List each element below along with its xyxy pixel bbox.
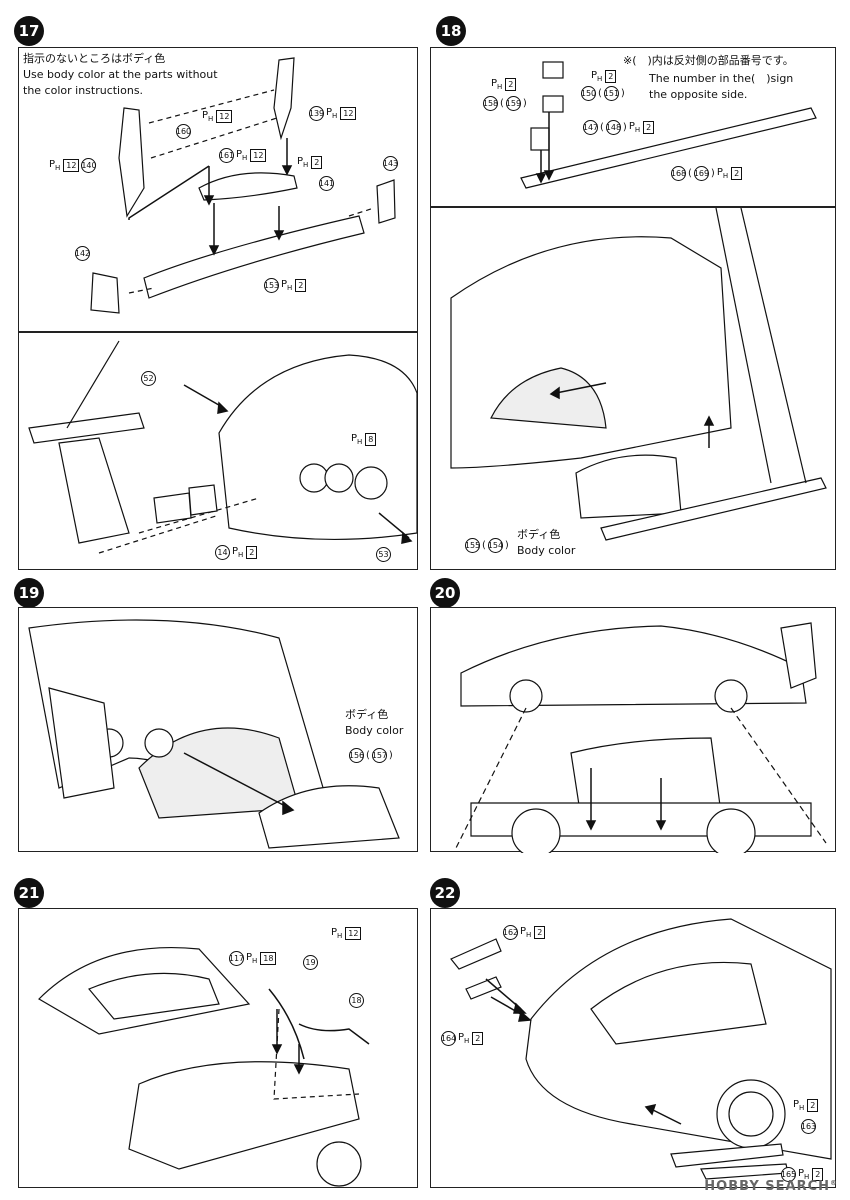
- part-156-157: 156(157): [348, 748, 393, 763]
- body-color-en-18: Body color: [517, 544, 576, 557]
- part-142: 142: [75, 246, 90, 261]
- car-front-spoiler-drawing: [28, 340, 418, 554]
- step-19-badge: 19: [14, 578, 44, 608]
- hobby-search-watermark: HOBBY SEARCH®: [704, 1179, 838, 1194]
- part-143: 143: [383, 156, 398, 171]
- step-17-top-panel: 指示のないところはボディ色 Use body color at the part…: [18, 47, 418, 332]
- spoiler-parts-drawing: [90, 57, 396, 314]
- color-note-en-1: Use body color at the parts without: [23, 68, 218, 81]
- step-20-badge: 20: [430, 578, 460, 608]
- part-150-151: 150(151): [580, 86, 625, 101]
- part-158-159: 158(159): [482, 96, 527, 111]
- part-19: 19: [303, 955, 318, 970]
- step-18-bottom-panel: 155(154) ボディ色 Body color: [430, 207, 836, 570]
- color-note-en-2: the color instructions.: [23, 84, 144, 97]
- step-18-badge: 18: [436, 16, 466, 46]
- step-18-top-panel: ※( )内は反対側の部品番号です。 The number in the( )si…: [430, 47, 836, 207]
- body-color-jp-19: ボディ色: [345, 708, 389, 721]
- front-canard-drawing: [450, 918, 832, 1180]
- part-18: 18: [349, 993, 364, 1008]
- hood-install-drawing: [38, 946, 370, 1187]
- body-chassis-drawing: [455, 622, 827, 853]
- step-20-panel: [430, 607, 836, 853]
- side-skirt-parts-drawing: [520, 61, 817, 189]
- body-color-en-19: Body color: [345, 724, 404, 737]
- step-19-panel: ボディ色 Body color 156(157): [18, 607, 418, 852]
- color-note-jp: 指示のないところはボディ色: [23, 52, 166, 65]
- body-color-jp-18: ボディ色: [517, 528, 561, 541]
- step-21-badge: 21: [14, 878, 44, 908]
- part-52: 52: [141, 371, 156, 386]
- step-17-badge: 17: [14, 16, 44, 46]
- rear-fender-drawing: [28, 619, 400, 849]
- part-53: 53: [376, 547, 391, 562]
- step-22-badge: 22: [430, 878, 460, 908]
- opposite-note-jp: ※( )内は反対側の部品番号です。: [623, 54, 794, 67]
- part-141: 141: [319, 176, 334, 191]
- part-160: 160: [176, 124, 191, 139]
- part-155-154: 155(154): [464, 538, 509, 553]
- opposite-note-en-1: The number in the( )sign: [649, 72, 794, 85]
- part-163: 163: [801, 1119, 816, 1134]
- car-side-fender-drawing: [450, 208, 827, 541]
- opposite-note-en-2: the opposite side.: [649, 88, 748, 101]
